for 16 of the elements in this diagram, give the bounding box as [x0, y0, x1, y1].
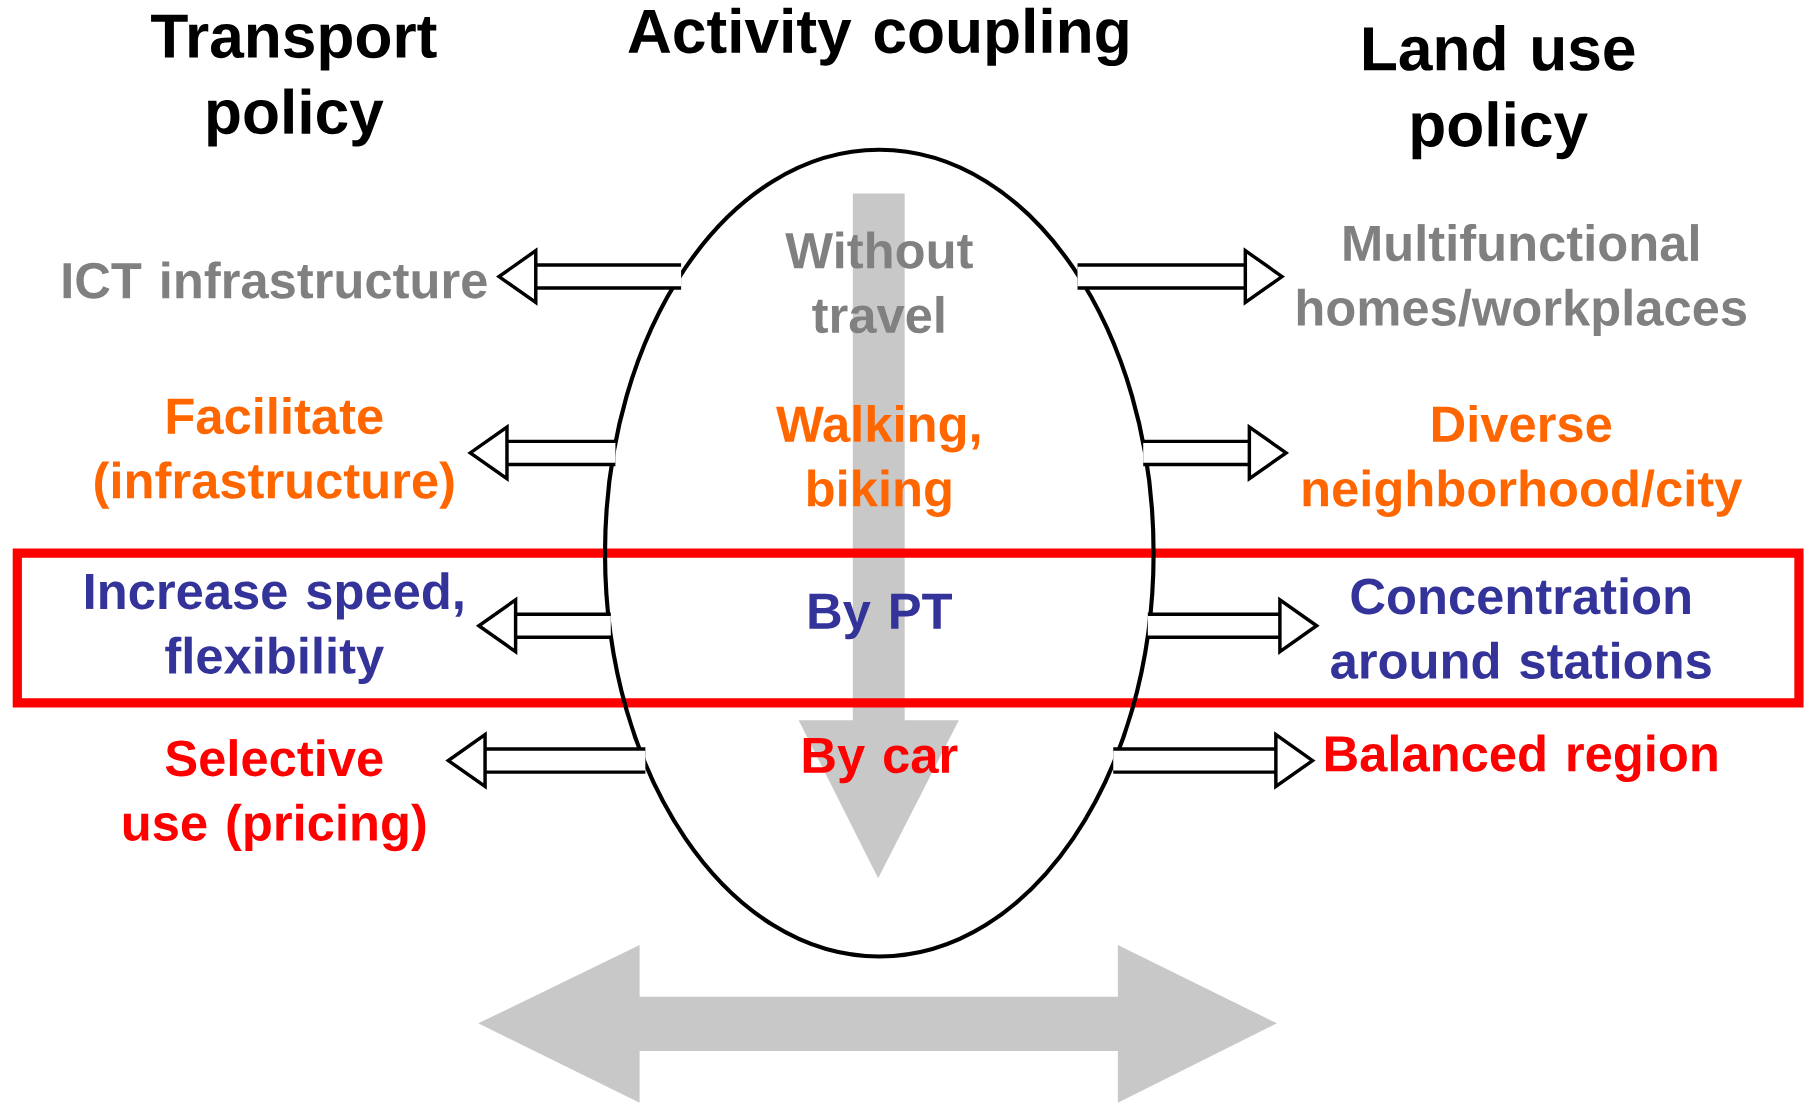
policy-label: Balanced region: [1325, 734, 1717, 783]
column-heading: Transport policy: [151, 14, 437, 147]
policy-label: Diverse neighborhood/city: [1303, 405, 1743, 517]
policy-label: Concentration around stations: [1331, 577, 1711, 679]
policy-label: Selective use (pricing): [123, 739, 426, 852]
activity-label: Walking, biking: [776, 405, 980, 517]
activity-label: Without travel: [785, 231, 973, 334]
column-heading: Land use policy: [1364, 25, 1635, 160]
ellipse: [602, 147, 1156, 959]
policy-label: Facilitate (infrastructure): [95, 397, 454, 509]
column-heading: Activity coupling: [628, 7, 1128, 67]
activity-label: By car: [803, 737, 958, 784]
policy-label: Increase speed, flexibility: [86, 572, 463, 684]
policy-label: ICT infrastructure: [63, 261, 487, 299]
activity-label: By PT: [809, 593, 952, 640]
policy-label: Multifunctional homes/workplaces: [1297, 224, 1746, 336]
